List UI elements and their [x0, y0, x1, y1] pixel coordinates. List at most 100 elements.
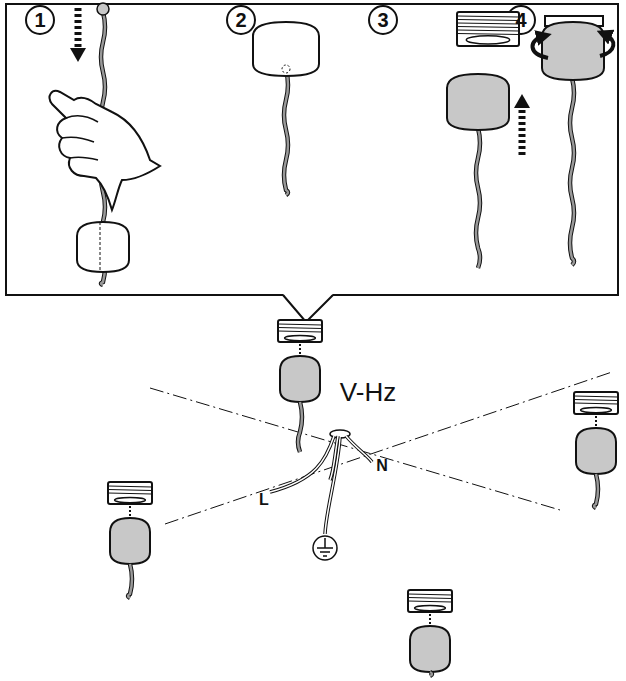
thread-line [457, 34, 519, 35]
ring-opening [581, 407, 612, 412]
cable-core [128, 564, 132, 598]
threaded-ring [574, 392, 618, 414]
thread-line [278, 324, 322, 325]
thread-line [108, 486, 152, 487]
callout-circle [369, 6, 397, 34]
thread-line [574, 403, 618, 404]
callout-number: 3 [377, 10, 388, 30]
cable [594, 474, 598, 508]
cable-core [476, 128, 480, 268]
dotted-guide [299, 344, 301, 356]
thread-line [278, 331, 322, 332]
wire-label: L [259, 492, 269, 508]
thread-line [108, 493, 152, 494]
cable [476, 128, 480, 268]
canopy-cup [110, 518, 150, 564]
thread-line [108, 490, 152, 491]
canopy-cup [253, 22, 319, 76]
ring-opening [285, 335, 316, 340]
thread-line [457, 23, 519, 24]
cable-core [570, 78, 574, 265]
threaded-ring [457, 12, 519, 46]
wire [330, 436, 338, 480]
dashed-arrow [519, 108, 526, 155]
threaded-ring [108, 482, 152, 504]
cable-core [594, 474, 598, 508]
hidden-cable [100, 222, 101, 272]
thread-line [457, 20, 519, 21]
callout-number: 1 [34, 10, 45, 30]
thread-line [457, 16, 519, 17]
callout-number: 2 [235, 10, 246, 30]
wire-n [346, 436, 372, 462]
axis-line [150, 388, 560, 510]
dotted-guide [595, 416, 597, 428]
ring-opening [415, 605, 446, 610]
thread-line [574, 400, 618, 401]
pendant [278, 320, 322, 452]
earth-stroke [317, 538, 333, 556]
wire-earth [325, 437, 340, 534]
threaded-ring [278, 320, 322, 342]
step-3 [447, 12, 530, 268]
callout-pointer [283, 295, 333, 322]
wire-l [270, 436, 334, 492]
thread-line [408, 601, 452, 602]
rotation-arrow [600, 34, 613, 56]
thread-line [457, 30, 519, 31]
step-2 [253, 22, 319, 195]
arrow-head [70, 48, 86, 62]
canopy-cup [576, 428, 616, 474]
callout-circle [26, 6, 54, 34]
canopy-cup [77, 222, 129, 272]
canopy-cup [410, 626, 450, 672]
ring-opening [115, 497, 146, 502]
cable-core [430, 672, 432, 676]
pointer-fill [283, 294, 333, 322]
arrow-head [514, 94, 530, 108]
pendant [108, 482, 152, 598]
rotation-arrow [532, 36, 548, 58]
cable-end [97, 3, 109, 15]
cable-core [284, 70, 288, 195]
pendant [408, 590, 452, 676]
step-1 [50, 3, 160, 285]
earth-symbol [313, 536, 337, 560]
canopy-cup [280, 356, 320, 402]
thread-line [278, 328, 322, 329]
thread-line [408, 594, 452, 595]
wire-label: N [376, 458, 388, 474]
cable-core [298, 402, 302, 452]
thread-line [574, 396, 618, 397]
wire-n-core [346, 436, 372, 462]
cable [128, 564, 132, 598]
thread-line [408, 598, 452, 599]
hand [50, 91, 160, 210]
dashed-arrow [75, 8, 82, 48]
cable-hole [282, 65, 290, 73]
threaded-ring [408, 590, 452, 612]
thread-line [457, 27, 519, 28]
wire-l-core [270, 436, 334, 492]
cable [284, 70, 288, 195]
wire-core [330, 436, 338, 480]
canopy-cup [542, 22, 604, 80]
axis-line [165, 372, 612, 524]
wire-earth-core [325, 437, 340, 534]
cable [570, 78, 574, 265]
dotted-guide [429, 614, 431, 626]
cable [430, 672, 432, 676]
earth-stroke [313, 536, 337, 560]
canopy-cup [447, 74, 509, 130]
cable [298, 402, 302, 452]
callout-number: 4 [515, 10, 526, 30]
pendant [574, 392, 618, 508]
callout-circle [227, 6, 255, 34]
supply-label: V-Hz [340, 379, 396, 405]
step-4 [532, 16, 613, 265]
finger-lines [62, 116, 98, 160]
ring-opening [466, 36, 509, 44]
inset-frame [6, 4, 618, 295]
